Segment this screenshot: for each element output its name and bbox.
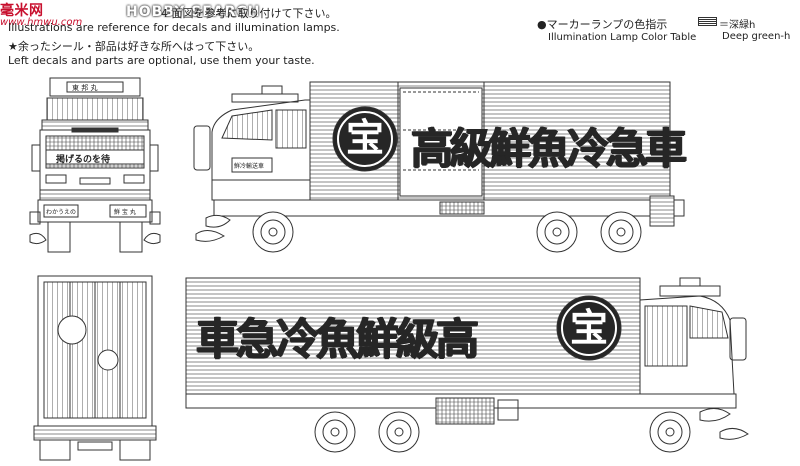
- instruction-jp-reference: 4 面図を参考に取り付けて下さい。: [161, 7, 337, 20]
- instruction-en-optional: Left decals and parts are optional, use …: [8, 54, 315, 67]
- wheels-top: [252, 211, 642, 253]
- front-bumper-text: わかうえの: [46, 209, 77, 216]
- legend-swatch: [698, 17, 717, 26]
- crest-top: 宝: [345, 115, 384, 160]
- instruction-jp-optional: ★余ったシール・部品は好きな所へはって下さい。: [8, 40, 260, 53]
- legend-label-en: Deep green-h: [722, 31, 791, 42]
- watermark-search-label: HOBBY SEARCH: [126, 4, 261, 20]
- crest-bottom: 宝: [569, 305, 608, 350]
- front-bumper-right-text: 鮮 宝 丸: [114, 209, 136, 216]
- door-plate: 鮮冷輸送車: [234, 163, 265, 170]
- legend-label-jp: ＝深緑h: [719, 20, 756, 31]
- instruction-en-reference: Illustrations are reference for decals a…: [8, 21, 340, 34]
- side-view-bottom: [185, 277, 749, 453]
- rear-view: [33, 275, 157, 461]
- banner-bottom: 車急冷魚鮮級高: [196, 315, 479, 365]
- banner-top: 高級鮮魚冷急車: [411, 124, 687, 173]
- front-view: [29, 77, 161, 253]
- lamp-table-title-en: Illumination Lamp Color Table: [548, 32, 697, 43]
- side-view-top: [193, 81, 685, 253]
- lamp-table-title-jp: ●マーカーランプの色指示: [537, 18, 668, 31]
- front-plate: 東 邦 丸: [72, 84, 98, 92]
- watermark-domain: www.hmwu.com: [0, 17, 83, 28]
- watermark-brand: 毫米网: [0, 3, 44, 19]
- wheels-bottom: [314, 411, 691, 453]
- front-sign: 掲げるのを待: [56, 155, 111, 165]
